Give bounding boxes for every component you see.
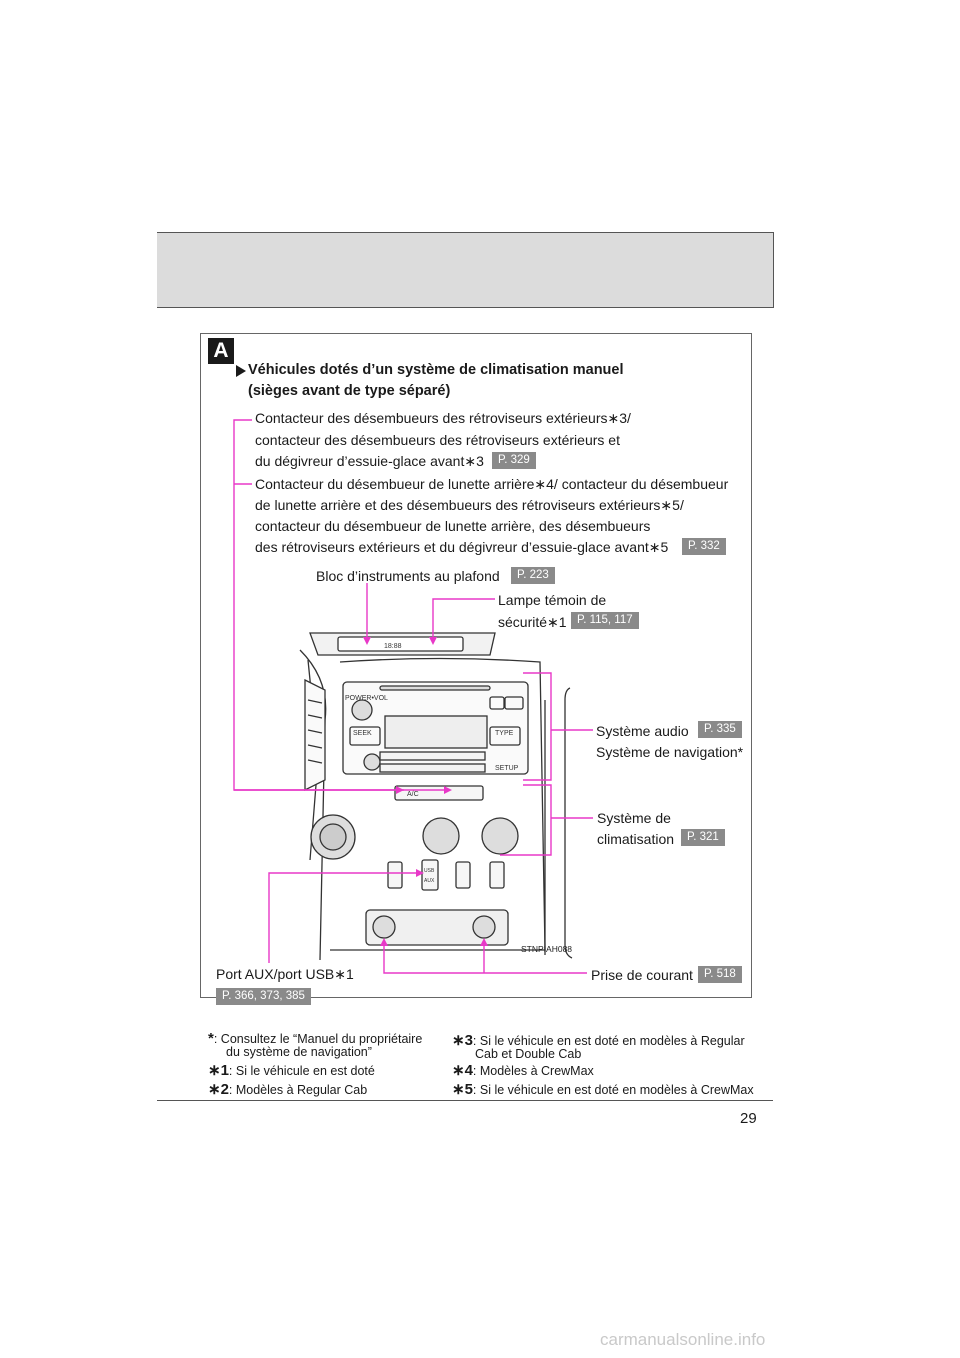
power-outlet-right xyxy=(472,915,496,939)
svg-text:SETUP: SETUP xyxy=(495,765,519,772)
audio-line1: Système audio xyxy=(596,723,689,739)
bullet-arrow-icon xyxy=(236,365,246,377)
illustration-frame xyxy=(200,333,752,998)
audio-line2: Système de navigation* xyxy=(596,744,744,760)
svg-text:AUX: AUX xyxy=(424,878,435,884)
leader-lines xyxy=(233,419,593,974)
illustration-code: STNPIAH088 xyxy=(521,944,572,954)
power-outlet-label: Prise de courant xyxy=(591,967,693,983)
outlet-panel xyxy=(365,909,509,946)
security-lamp-line2: sécurité∗1 xyxy=(498,614,567,630)
power-outlet-left xyxy=(372,915,396,939)
mirror-defogger-line3: du dégivreur d’essuie-glace avant∗3 xyxy=(255,453,484,469)
svg-text:TYPE: TYPE xyxy=(495,730,514,737)
page-ref-332[interactable]: P. 332 xyxy=(682,538,726,555)
footnote-3-line2: Cab et Double Cab xyxy=(475,1047,582,1061)
section-badge: A xyxy=(208,338,234,364)
footnote-2: ∗2: Modèles à Regular Cab xyxy=(208,1081,368,1098)
footnote-4: ∗4: Modèles à CrewMax xyxy=(452,1062,594,1079)
power-vol-knob xyxy=(351,699,373,721)
header-band xyxy=(157,232,774,308)
watermark: carmanualsonline.info xyxy=(600,1330,766,1349)
footnote-star: *: Consultez le “Manuel du propriétaire xyxy=(208,1030,423,1047)
climate-line1: Système de xyxy=(597,810,671,826)
mirror-defogger-line1: Contacteur des désembueurs des rétrovise… xyxy=(255,410,631,426)
svg-text:SEEK: SEEK xyxy=(353,730,372,737)
page-ref-335[interactable]: P. 335 xyxy=(698,721,742,738)
overhead-display-text: 18:88 xyxy=(384,643,402,650)
footnote-1: ∗1: Si le véhicule en est doté xyxy=(208,1062,375,1079)
page-ref-366[interactable]: P. 366, 373, 385 xyxy=(216,988,311,1005)
rear-defogger-line4: des rétroviseurs extérieurs et du dégivr… xyxy=(255,539,669,555)
page-ref-518[interactable]: P. 518 xyxy=(698,966,742,983)
security-lamp-line1: Lampe témoin de xyxy=(498,592,607,608)
aux-usb-label: Port AUX/port USB∗1 xyxy=(216,966,354,982)
page-ref-321[interactable]: P. 321 xyxy=(681,829,725,846)
footer-rule xyxy=(157,1100,773,1101)
rear-defogger-line2: de lunette arrière et des désembueurs de… xyxy=(255,497,684,513)
svg-text:USB: USB xyxy=(424,868,435,874)
svg-text:A/C: A/C xyxy=(407,791,419,798)
rear-defogger-line3: contacteur du désembueur de lunette arri… xyxy=(255,518,651,534)
heading-line1: Véhicules dotés d’un système de climatis… xyxy=(248,362,624,378)
rear-defogger-line1: Contacteur du désembueur de lunette arri… xyxy=(255,476,729,492)
page-ref-329[interactable]: P. 329 xyxy=(492,452,536,469)
tune-knob xyxy=(363,753,381,771)
page-number: 29 xyxy=(740,1110,757,1127)
audio-display xyxy=(384,715,488,749)
page-ref-115-117[interactable]: P. 115, 117 xyxy=(571,612,639,629)
footnote-3: ∗3: Si le véhicule en est doté en modèle… xyxy=(452,1032,745,1049)
svg-text:POWER•VOL: POWER•VOL xyxy=(345,695,388,702)
footnote-star-line2: du système de navigation” xyxy=(226,1045,372,1059)
heading-line2: (sièges avant de type séparé) xyxy=(248,383,451,399)
climate-line2: climatisation xyxy=(597,831,675,847)
usb-aux-port xyxy=(421,859,439,891)
temp-knob xyxy=(481,817,519,855)
overhead-cluster-label: Bloc d’instruments au plafond xyxy=(316,568,500,584)
mirror-defogger-line2: contacteur des désembueurs des rétrovise… xyxy=(255,432,620,448)
footnote-5: ∗5: Si le véhicule en est doté en modèle… xyxy=(452,1081,754,1098)
mode-knob xyxy=(422,817,460,855)
page-ref-223[interactable]: P. 223 xyxy=(511,567,555,584)
